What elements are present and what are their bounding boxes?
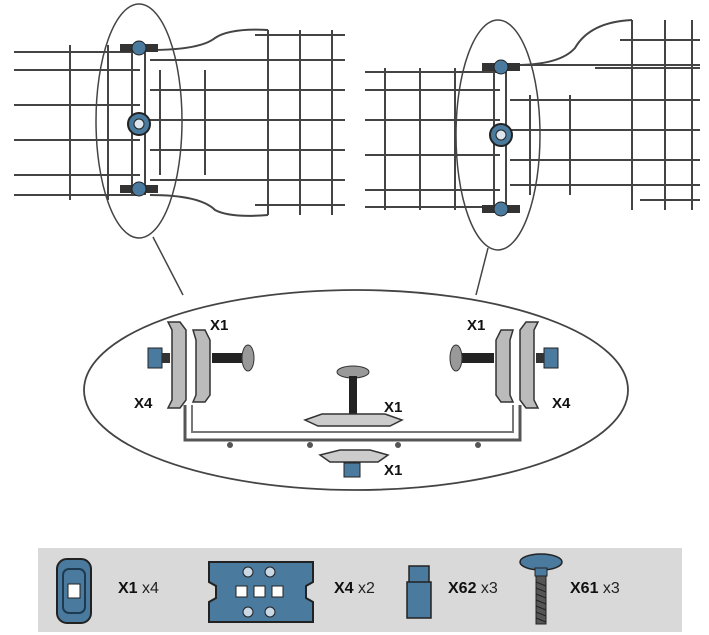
part-x1-qty: x4 (142, 580, 159, 597)
callout-right-side: X4 (552, 395, 571, 412)
left-connector-parts (120, 40, 158, 197)
part-x61-code: X61 (570, 580, 599, 597)
detail-assembly (147, 321, 559, 478)
carriage-bolt-icon (519, 553, 563, 625)
nut-icon (406, 565, 432, 619)
callout-left-top: X1 (210, 317, 228, 334)
assembly-diagram: X1 X4 X1 X4 X1 X1 (14, 3, 700, 491)
part-x4-code: X4 (334, 580, 354, 597)
right-connector-parts (482, 59, 520, 217)
callout-center-bolt: X1 (384, 399, 402, 416)
callout-center-bottom: X1 (384, 462, 402, 479)
splice-plate-icon (208, 561, 314, 623)
left-wire-tray (14, 28, 345, 217)
right-detail-ellipse (455, 19, 541, 251)
part-x1-code: X1 (118, 580, 138, 597)
right-wire-tray (365, 19, 700, 210)
parts-list-bar: X1 x4 X4 x2 X62 x3 (38, 548, 682, 632)
callout-right-top: X1 (467, 317, 485, 334)
part-x61-qty: x3 (602, 580, 620, 597)
left-detail-ellipse (95, 3, 183, 239)
part-x62-code: X62 (448, 580, 477, 597)
plate-connector-icon (56, 558, 92, 624)
part-x4-qty: x2 (358, 580, 375, 597)
detail-ellipse (83, 289, 629, 491)
callout-left-side: X4 (134, 395, 153, 412)
left-leader-line (152, 236, 184, 296)
right-leader-line (475, 247, 489, 296)
part-x62-qty: x3 (480, 580, 498, 597)
